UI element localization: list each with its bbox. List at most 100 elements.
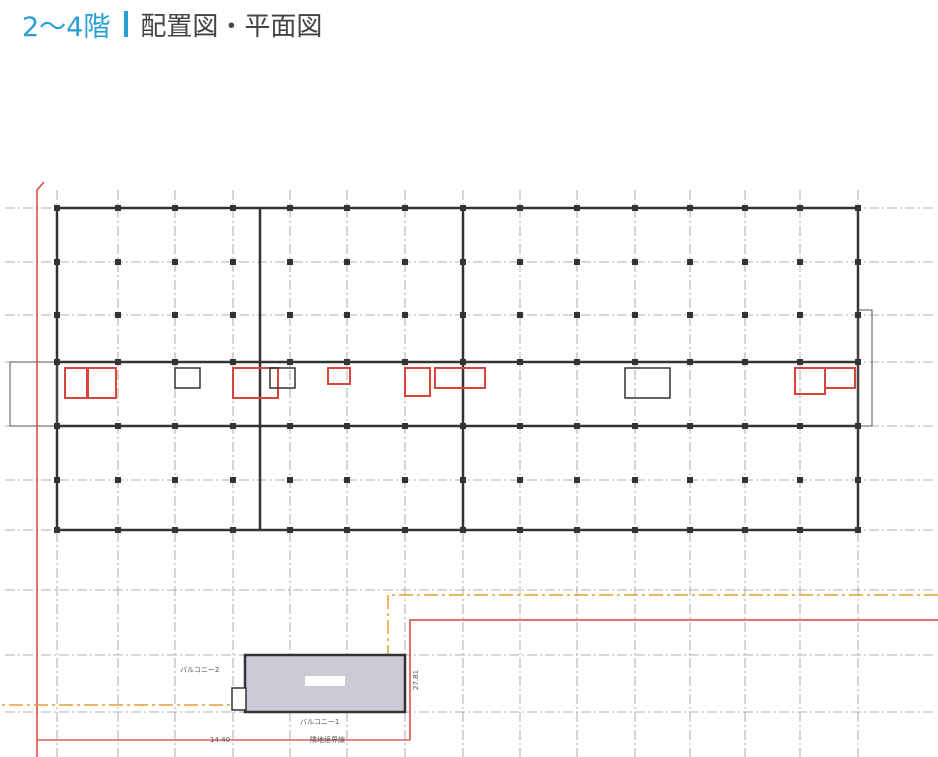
column xyxy=(574,527,580,533)
column xyxy=(855,477,861,483)
column xyxy=(344,259,350,265)
title-divider xyxy=(124,11,129,37)
column xyxy=(115,423,121,429)
column xyxy=(855,312,861,318)
site-lines xyxy=(0,181,938,757)
column xyxy=(632,259,638,265)
column xyxy=(54,477,60,483)
column xyxy=(632,205,638,211)
column xyxy=(172,205,178,211)
column xyxy=(742,359,748,365)
column xyxy=(287,259,293,265)
column xyxy=(687,205,693,211)
column xyxy=(632,359,638,365)
core-room-highlight xyxy=(64,367,88,399)
column xyxy=(742,259,748,265)
column xyxy=(172,259,178,265)
column xyxy=(517,205,523,211)
page-title: 配置図・平面図 xyxy=(140,11,323,42)
column xyxy=(54,205,60,211)
column xyxy=(344,423,350,429)
column xyxy=(54,527,60,533)
column xyxy=(687,259,693,265)
column xyxy=(687,527,693,533)
column xyxy=(287,359,293,365)
column xyxy=(797,259,803,265)
column xyxy=(797,205,803,211)
column xyxy=(574,359,580,365)
column xyxy=(230,259,236,265)
column xyxy=(230,527,236,533)
column xyxy=(742,205,748,211)
annex-building xyxy=(231,653,407,714)
column xyxy=(574,477,580,483)
core-room-highlight xyxy=(404,367,431,397)
column xyxy=(687,477,693,483)
column xyxy=(574,423,580,429)
column xyxy=(402,259,408,265)
column xyxy=(54,423,60,429)
column xyxy=(230,359,236,365)
column xyxy=(517,477,523,483)
column xyxy=(797,312,803,318)
column xyxy=(687,423,693,429)
left-annex xyxy=(9,361,58,427)
column xyxy=(344,359,350,365)
annex-stair xyxy=(231,687,247,711)
column xyxy=(344,312,350,318)
property-line-left xyxy=(36,181,45,757)
column xyxy=(344,477,350,483)
column xyxy=(172,423,178,429)
column xyxy=(797,477,803,483)
column xyxy=(632,312,638,318)
column xyxy=(287,423,293,429)
column xyxy=(687,312,693,318)
column xyxy=(402,423,408,429)
column xyxy=(574,205,580,211)
column xyxy=(287,312,293,318)
column xyxy=(230,477,236,483)
column xyxy=(517,423,523,429)
column xyxy=(172,477,178,483)
column xyxy=(855,527,861,533)
column xyxy=(460,259,466,265)
property-line-right xyxy=(409,619,938,740)
setback-line xyxy=(0,594,938,706)
floor-label: 2～4階 xyxy=(22,11,111,43)
column xyxy=(797,359,803,365)
column xyxy=(742,477,748,483)
column xyxy=(54,359,60,365)
column xyxy=(230,205,236,211)
column xyxy=(855,423,861,429)
column xyxy=(855,359,861,365)
column xyxy=(344,205,350,211)
column xyxy=(344,527,350,533)
column xyxy=(632,527,638,533)
column xyxy=(460,205,466,211)
column xyxy=(574,259,580,265)
balcony-1-label: バルコニー1 xyxy=(300,718,339,726)
core-room-highlight xyxy=(232,367,279,399)
grid-lines xyxy=(5,190,935,757)
column xyxy=(460,477,466,483)
column xyxy=(687,359,693,365)
column xyxy=(287,477,293,483)
column xyxy=(574,312,580,318)
column xyxy=(742,312,748,318)
core-room-highlight xyxy=(87,367,117,399)
core-room xyxy=(174,367,201,389)
columns xyxy=(54,205,861,533)
column xyxy=(115,477,121,483)
balcony-2-label: バルコニー2 xyxy=(180,666,219,674)
column xyxy=(742,527,748,533)
column xyxy=(172,527,178,533)
column xyxy=(402,359,408,365)
column xyxy=(115,527,121,533)
core-room-highlight xyxy=(794,367,826,395)
column xyxy=(115,359,121,365)
column xyxy=(855,259,861,265)
dimension-left: 14.40 xyxy=(210,736,230,744)
column xyxy=(172,312,178,318)
core-room-highlight xyxy=(327,367,351,385)
